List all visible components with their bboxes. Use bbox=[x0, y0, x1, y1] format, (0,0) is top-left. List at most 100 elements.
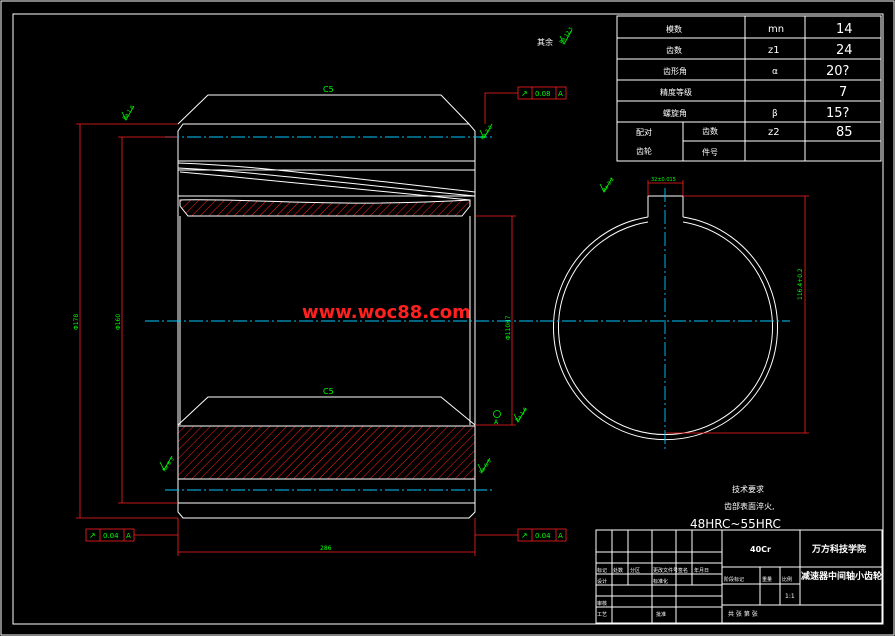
param-symbol: β bbox=[772, 109, 778, 119]
runout-symbol: ↗ bbox=[89, 531, 96, 540]
inner-frame bbox=[12, 13, 884, 625]
tb-scale: 1:1 bbox=[785, 593, 795, 600]
tol-frame bbox=[517, 86, 567, 100]
tol-datum: A bbox=[558, 90, 563, 98]
dim-bore-dia: Φ110H7 bbox=[505, 315, 512, 340]
roughness-rest-value: Ra 12.5 bbox=[559, 26, 575, 45]
dim-width: 286 bbox=[320, 545, 332, 552]
tb-role: 审核 bbox=[597, 600, 607, 607]
tb-header: 年月日 bbox=[694, 567, 709, 574]
bore-circle-inner bbox=[558, 221, 773, 436]
param-value: 24 bbox=[836, 43, 853, 58]
tb-role: 设计 bbox=[597, 578, 607, 585]
param-value: 20? bbox=[826, 64, 849, 79]
tol-value: 0.08 bbox=[535, 90, 551, 98]
upper-hatch bbox=[180, 199, 470, 216]
tolerance-bottom-left: ↗ 0.04 A bbox=[85, 528, 178, 542]
param-value: 14 bbox=[836, 22, 853, 37]
tech-hardness: 48HRC~55HRC bbox=[690, 517, 781, 531]
runout-symbol: ↗ bbox=[521, 89, 528, 98]
roughness-value: Ra 6.3 bbox=[479, 459, 493, 476]
lower-hatch-outline bbox=[177, 425, 476, 480]
param-label: 螺旋角 bbox=[663, 108, 687, 118]
chamfer-label-bottom: C5 bbox=[323, 387, 334, 396]
tb-school: 万方科技学院 bbox=[811, 543, 866, 555]
tb-header: 标记 bbox=[597, 567, 607, 574]
params-table: 模数 mn 14 齿数 z1 24 齿形角 α 20? 精度等级 7 螺旋角 β… bbox=[616, 15, 882, 162]
roughness-symbol bbox=[159, 455, 173, 471]
upper-bore-edge bbox=[179, 199, 471, 217]
param-label: 模数 bbox=[666, 24, 682, 34]
roughness-symbol bbox=[479, 123, 493, 139]
mating-value: 85 bbox=[836, 125, 853, 140]
bottom-hub-outline bbox=[177, 396, 476, 426]
runout-symbol: ↗ bbox=[521, 531, 528, 540]
title-border bbox=[595, 529, 883, 624]
tech-line1: 齿部表面淬火, bbox=[724, 501, 775, 511]
roughness-symbol bbox=[477, 457, 491, 473]
tb-material: 40Cr bbox=[750, 545, 771, 554]
mating-label-2: 齿轮 bbox=[636, 146, 652, 156]
roughness-value: Ra 3.2 bbox=[602, 177, 616, 194]
helix-curve bbox=[177, 162, 476, 193]
tb-header: 分区 bbox=[630, 567, 640, 574]
roughness-value: Ra 6.3 bbox=[162, 457, 176, 474]
tol-datum: A bbox=[558, 532, 563, 540]
roughness-symbol bbox=[121, 105, 135, 121]
section-view: C5 C5 Φ178 Φ160 Φ110H7 286 A bbox=[73, 85, 545, 556]
bore-circle bbox=[553, 216, 778, 441]
tb-stage: 阶段标记 bbox=[724, 576, 744, 583]
mating-teeth-label: 齿数 bbox=[702, 126, 718, 136]
param-label: 齿数 bbox=[666, 45, 682, 55]
tolerance-top-right: ↗ 0.08 A bbox=[484, 86, 567, 124]
param-value: 7 bbox=[839, 85, 847, 100]
mating-symbol: z2 bbox=[768, 127, 780, 138]
param-label: 齿形角 bbox=[663, 66, 687, 76]
tol-frame bbox=[517, 528, 567, 542]
param-symbol: mn bbox=[768, 24, 784, 35]
lower-hatch bbox=[178, 426, 475, 479]
tol-datum: A bbox=[126, 532, 131, 540]
tb-weight: 重量 bbox=[762, 576, 772, 583]
dim-outer-dia: Φ178 bbox=[73, 314, 80, 330]
param-label: 精度等级 bbox=[660, 87, 692, 97]
roughness-symbol bbox=[599, 177, 613, 193]
param-symbol: z1 bbox=[768, 45, 780, 56]
dim-keyway-depth: 116.4+0.2 bbox=[797, 268, 804, 300]
keyway bbox=[647, 195, 684, 217]
tb-approve: 批准 bbox=[656, 611, 666, 618]
tb-header: 更改文件号 bbox=[653, 567, 678, 574]
mating-part-label: 件号 bbox=[702, 147, 718, 157]
helix-curve bbox=[177, 167, 476, 197]
roughness-symbol bbox=[559, 29, 573, 45]
roughness-symbol bbox=[513, 407, 527, 423]
title-block: 标记 处数 分区 更改文件号 签名 年月日 设计 标准化 审核 工艺 批准 40… bbox=[595, 529, 883, 624]
tolerance-bottom-right: ↗ 0.04 A bbox=[475, 528, 567, 542]
leader-line bbox=[484, 92, 518, 124]
tb-scale-label: 比例 bbox=[782, 576, 792, 583]
param-symbol: α bbox=[772, 67, 778, 77]
side-view: 32±0.015 116.4+0.2 bbox=[540, 177, 809, 450]
gear-outline bbox=[177, 123, 476, 519]
tol-value: 0.04 bbox=[103, 532, 119, 540]
tb-std: 标准化 bbox=[653, 578, 668, 585]
tol-value: 0.04 bbox=[535, 532, 551, 540]
dim-inner-dia: Φ160 bbox=[115, 314, 122, 330]
tech-requirements: 技术要求 齿部表面淬火, 48HRC~55HRC bbox=[690, 484, 781, 531]
datum-symbol bbox=[493, 410, 501, 418]
mating-label-1: 配对 bbox=[636, 127, 652, 137]
top-hub-outline bbox=[177, 94, 470, 125]
tb-part-name: 减速器中间轴小齿轮 bbox=[801, 570, 882, 582]
param-value: 15? bbox=[826, 106, 849, 121]
tech-title: 技术要求 bbox=[732, 484, 764, 494]
tol-frame bbox=[85, 528, 135, 542]
datum-label: A bbox=[494, 419, 499, 426]
dim-keyway-width: 32±0.015 bbox=[651, 177, 676, 183]
roughness-rest-label: 其余 bbox=[537, 37, 553, 47]
chamfer-label-top: C5 bbox=[323, 85, 334, 94]
tb-header: 签名 bbox=[678, 567, 688, 574]
table-border bbox=[616, 15, 882, 162]
tb-sheet: 共 张 第 张 bbox=[728, 610, 758, 618]
